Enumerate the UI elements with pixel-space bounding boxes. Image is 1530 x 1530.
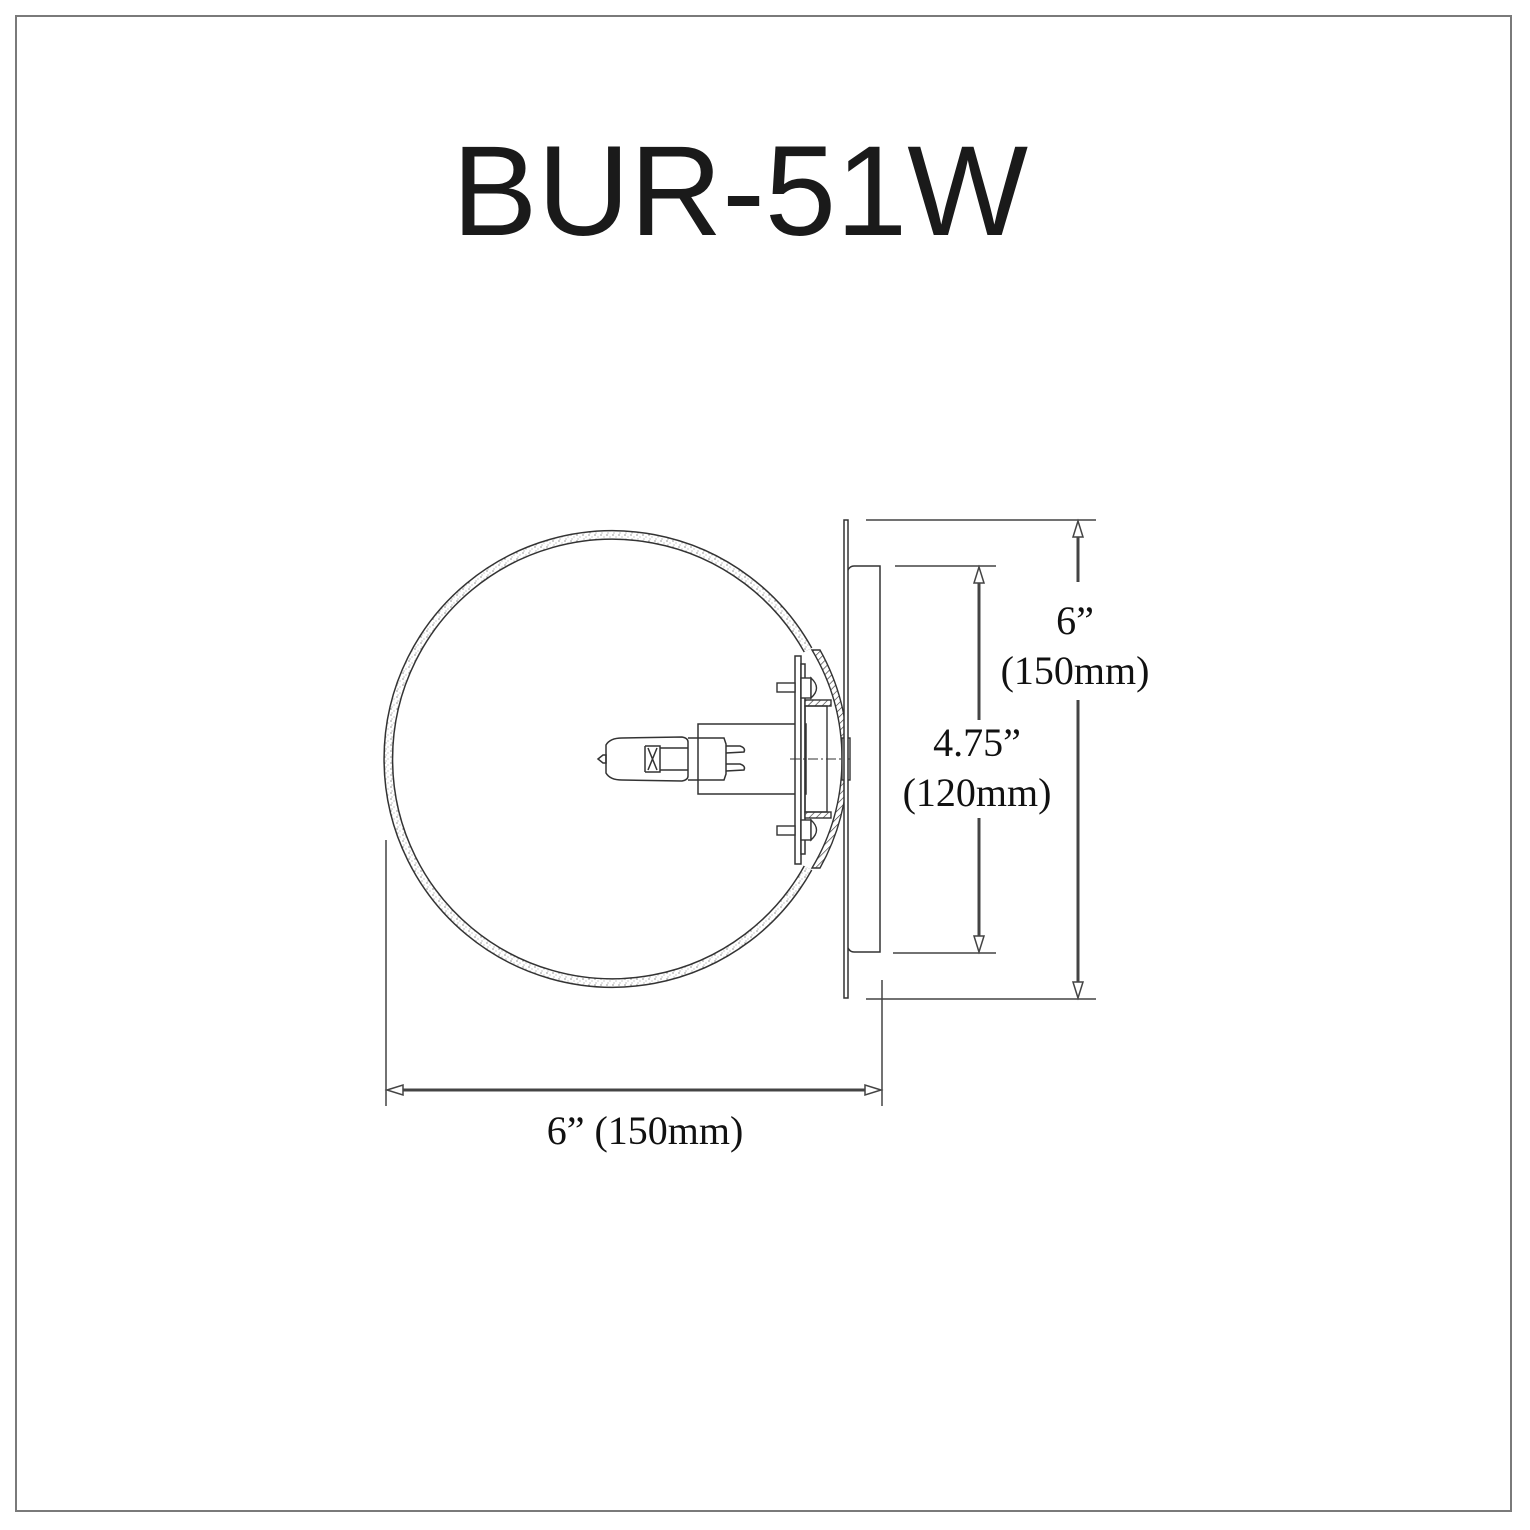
globe-shade [383, 530, 813, 988]
canopy-height-mm: (120mm) [902, 770, 1052, 815]
g9-halogen-bulb-icon [596, 736, 746, 782]
mounting-screws-icon [776, 676, 818, 842]
socket [697, 723, 807, 795]
overall-height-inches: 6” [1056, 598, 1094, 643]
overall-height-label: 6” (150mm) [1000, 596, 1150, 696]
overall-depth-label: 6” (150mm) [546, 1108, 744, 1153]
overall-height-dimension [866, 518, 1096, 1001]
drawing-frame [15, 15, 1512, 1512]
canopy-height-label: 4.75” (120mm) [897, 718, 1057, 818]
overall-depth-dimension [384, 840, 884, 1106]
model-title: BUR-51W [451, 120, 1029, 263]
canopy-height-inches: 4.75” [933, 720, 1021, 765]
canopy-height-dimension [893, 564, 996, 955]
canopy [847, 565, 881, 953]
overall-height-mm: (150mm) [1000, 648, 1150, 693]
wall-plate [843, 519, 849, 999]
